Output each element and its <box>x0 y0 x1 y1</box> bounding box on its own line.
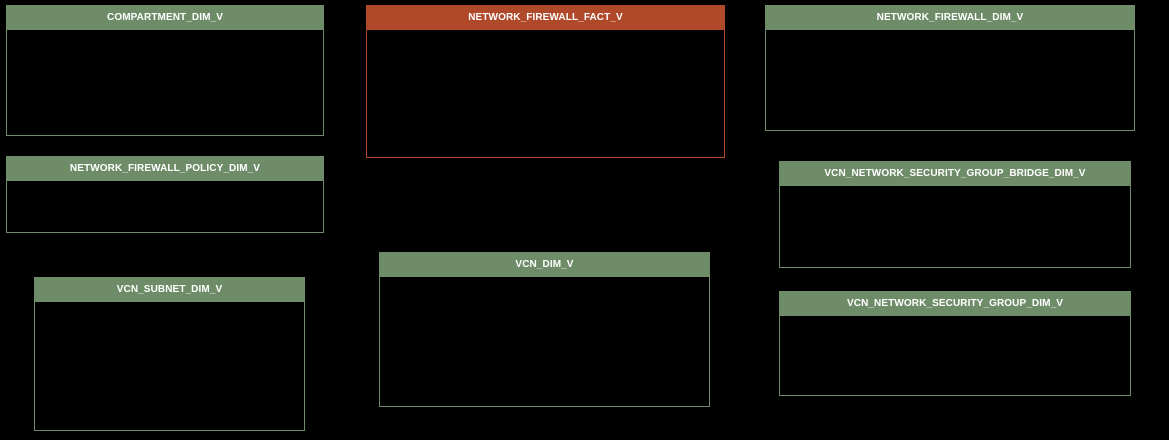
entity-network-firewall-fact-v[interactable]: NETWORK_FIREWALL_FACT_V <box>366 5 725 158</box>
entity-vcn-dim-v[interactable]: VCN_DIM_V <box>379 252 710 407</box>
entity-body-network-firewall-dim-v <box>766 29 1134 130</box>
entity-body-compartment-dim-v <box>7 29 323 135</box>
entity-body-vcn-subnet-dim-v <box>35 301 304 430</box>
entity-network-firewall-policy-dim-v[interactable]: NETWORK_FIREWALL_POLICY_DIM_V <box>6 156 324 233</box>
entity-title-vcn-subnet-dim-v: VCN_SUBNET_DIM_V <box>35 278 304 301</box>
entity-body-vcn-network-security-group-dim-v <box>780 315 1130 395</box>
entity-compartment-dim-v[interactable]: COMPARTMENT_DIM_V <box>6 5 324 136</box>
entity-body-network-firewall-policy-dim-v <box>7 180 323 232</box>
entity-title-vcn-network-security-group-bridge-dim-v: VCN_NETWORK_SECURITY_GROUP_BRIDGE_DIM_V <box>780 162 1130 185</box>
entity-body-vcn-dim-v <box>380 276 709 406</box>
entity-title-network-firewall-policy-dim-v: NETWORK_FIREWALL_POLICY_DIM_V <box>7 157 323 180</box>
entity-title-vcn-dim-v: VCN_DIM_V <box>380 253 709 276</box>
entity-vcn-subnet-dim-v[interactable]: VCN_SUBNET_DIM_V <box>34 277 305 431</box>
entity-title-network-firewall-dim-v: NETWORK_FIREWALL_DIM_V <box>766 6 1134 29</box>
entity-vcn-network-security-group-dim-v[interactable]: VCN_NETWORK_SECURITY_GROUP_DIM_V <box>779 291 1131 396</box>
entity-title-vcn-network-security-group-dim-v: VCN_NETWORK_SECURITY_GROUP_DIM_V <box>780 292 1130 315</box>
entity-title-network-firewall-fact-v: NETWORK_FIREWALL_FACT_V <box>367 6 724 29</box>
entity-body-network-firewall-fact-v <box>367 29 724 157</box>
entity-body-vcn-network-security-group-bridge-dim-v <box>780 185 1130 267</box>
entity-vcn-network-security-group-bridge-dim-v[interactable]: VCN_NETWORK_SECURITY_GROUP_BRIDGE_DIM_V <box>779 161 1131 268</box>
entity-network-firewall-dim-v[interactable]: NETWORK_FIREWALL_DIM_V <box>765 5 1135 131</box>
entity-title-compartment-dim-v: COMPARTMENT_DIM_V <box>7 6 323 29</box>
